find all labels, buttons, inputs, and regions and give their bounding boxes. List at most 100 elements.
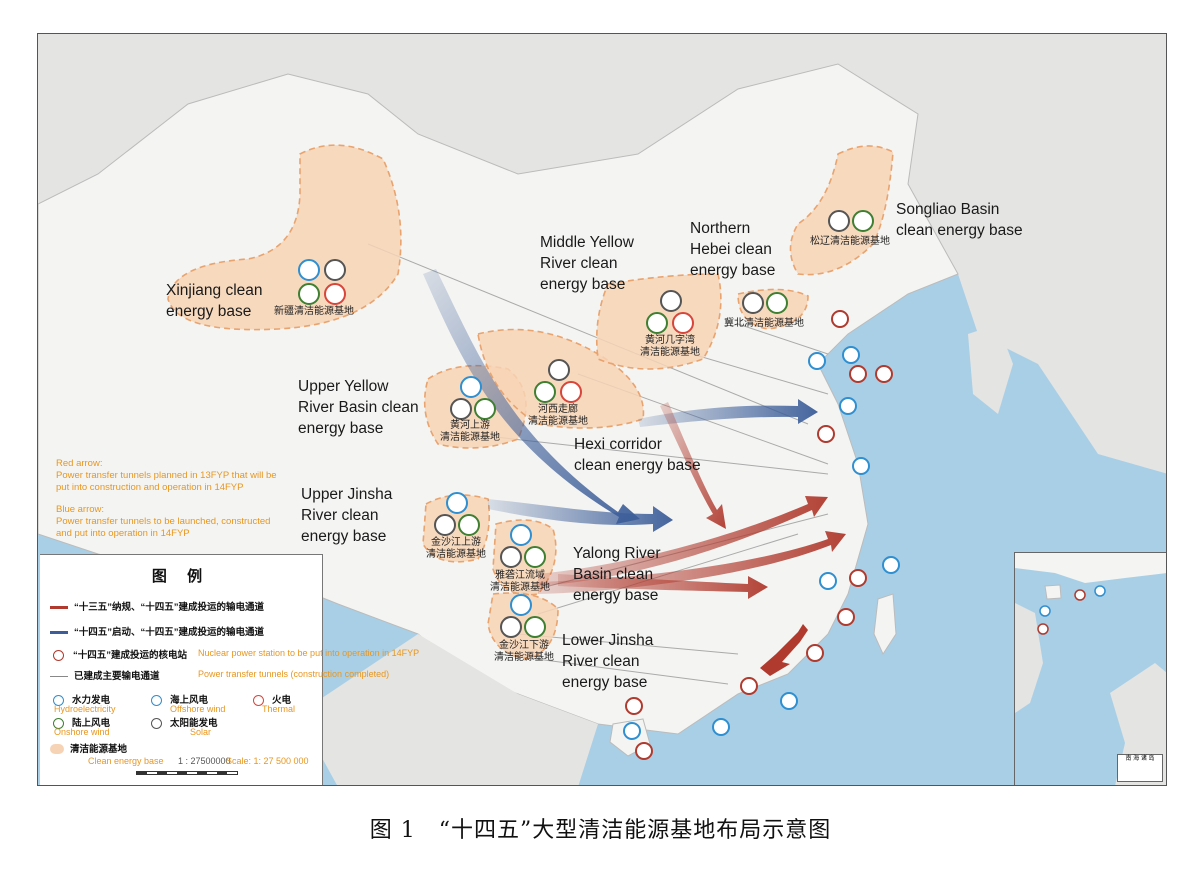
hydro-icon (446, 492, 468, 514)
legend-solar-label: 太阳能发电 (170, 718, 218, 729)
cn-label-songliao: 松辽清洁能源基地 (810, 236, 890, 247)
nuclear-icon (875, 365, 893, 383)
onshore-wind-icon (524, 546, 546, 568)
inset-title-box: 南 海 诸 岛 (1117, 754, 1163, 782)
thermal-icon (672, 312, 694, 334)
legend-thermal-en: Thermal (262, 704, 296, 714)
solar-icon (742, 292, 764, 314)
nuclear-icon (53, 649, 64, 661)
legend-completed-en: Power transfer tunnels (construction com… (198, 669, 390, 679)
nuclear-stations (625, 310, 893, 760)
legend-scale-cn: 1 : 27500000 (178, 756, 231, 766)
nuclear-icon (817, 425, 835, 443)
taiwan-land (873, 593, 897, 656)
completed-line (517, 633, 739, 655)
red-arrow-icon (50, 605, 68, 609)
label-middle-yellow: Middle Yellow River clean energy base (540, 234, 634, 293)
legend-blue-arrow-label: “十四五”启动、“十四五”建成投运的输电通道 (74, 627, 265, 638)
legend-solar-en: Solar (190, 727, 212, 737)
legend-onshore-label: 陆上风电 (72, 718, 111, 729)
onshore-wind-icon (852, 210, 874, 232)
note-blue-arrow: Blue arrow: Power transfer tunnels to be… (56, 504, 271, 539)
cn-label-northern-hebei: 冀北清洁能源基地 (724, 318, 804, 329)
red-arrow-hexi (660, 402, 726, 529)
south-china-sea-inset: 南 海 诸 岛 (1014, 552, 1166, 785)
solar-icon (500, 616, 522, 638)
onshore-wind-icon (524, 616, 546, 638)
map-frame: 新疆清洁能源基地 黄河上游 清洁能源基地 河西走廊 清洁能源基地 黄河几字湾 清… (37, 33, 1167, 786)
japan-land (1073, 174, 1166, 394)
hydro-icon (53, 694, 64, 706)
cn-label-upper-yellow: 黄河上游 清洁能源基地 (440, 420, 500, 443)
hydro-icon (510, 524, 532, 546)
red-arrow-yalong-1 (538, 496, 828, 586)
offshore-wind-icon (1094, 585, 1106, 597)
thermal-icon (253, 694, 264, 706)
note-red-arrow: Red arrow: Power transfer tunnels planne… (56, 458, 277, 493)
label-songliao: Songliao Basin clean energy base (896, 201, 1023, 239)
red-arrows (538, 402, 846, 676)
offshore-wind-icon (780, 692, 798, 710)
hydro-icon (298, 259, 320, 281)
base-area-xinjiang (167, 144, 402, 331)
base-area-lower-jinsha (487, 592, 559, 660)
legend-nuclear-en: Nuclear power station to be put into ope… (198, 648, 420, 658)
blue-arrow-hexi (638, 399, 818, 427)
legend-row-red-arrow: “十三五”纳规、“十四五”建成投运的输电通道 (50, 599, 264, 613)
offshore-wind-icon (808, 352, 826, 370)
base-swatch-icon (50, 744, 64, 755)
legend-onshore-en: Onshore wind (54, 727, 110, 737)
label-hexi: Hexi corridor clean energy base (574, 436, 701, 474)
figure-caption: 图 1 “十四五”大型清洁能源基地布局示意图 (369, 818, 832, 843)
blue-arrows (423, 269, 818, 532)
legend-type-solar: 太阳能发电 (148, 715, 218, 729)
clean-energy-bases (167, 144, 894, 660)
legend-type-offshore: 海上风电 (148, 692, 208, 706)
solar-icon (151, 717, 162, 729)
hydro-icon (510, 594, 532, 616)
offshore-wind-icon (151, 694, 162, 706)
legend-base-en: Clean energy base (88, 756, 164, 766)
onshore-wind-icon (458, 514, 480, 536)
nuclear-icon (837, 608, 855, 626)
offshore-wind-icon (819, 572, 837, 590)
se-asia-land (298, 634, 598, 785)
label-northern-hebei: Northern Hebei clean energy base (690, 220, 776, 279)
blue-arrow-xinjiang (423, 269, 640, 524)
completed-line (497, 653, 729, 685)
thermal-icon (324, 283, 346, 305)
onshore-wind-icon (298, 283, 320, 305)
nuclear-icon (806, 644, 824, 662)
onshore-wind-icon (534, 381, 556, 403)
offshore-wind-icon (842, 346, 860, 364)
legend-type-hydro: 水力发电 (50, 692, 110, 706)
offshore-wind-icon (1039, 605, 1051, 617)
nuclear-icon (831, 310, 849, 328)
label-upper-yellow: Upper Yellow River Basin clean energy ba… (298, 378, 419, 437)
scale-bar (136, 771, 238, 775)
legend-type-onshore: 陆上风电 (50, 715, 110, 729)
legend-type-thermal: 火电 (250, 692, 291, 706)
label-lower-jinsha: Lower Jinsha River clean energy base (562, 632, 654, 691)
cn-label-upper-jinsha: 金沙江上游 清洁能源基地 (426, 537, 486, 560)
blue-arrow-jinsha (488, 499, 673, 532)
legend-base-label: 清洁能源基地 (70, 744, 128, 755)
inset-map (1015, 553, 1166, 785)
red-arrow-yalong-3 (558, 574, 768, 599)
nuclear-icon (635, 742, 653, 760)
cn-label-lower-jinsha: 金沙江下游 清洁能源基地 (494, 640, 554, 663)
solar-icon (828, 210, 850, 232)
legend-title: 图 例 (151, 568, 211, 585)
legend-red-arrow-label: “十三五”纳规、“十四五”建成投运的输电通道 (74, 602, 265, 613)
legend-row-completed: 已建成主要输电通道 (50, 668, 160, 682)
legend-offshore-label: 海上风电 (170, 695, 209, 706)
offshore-wind-stations (623, 346, 900, 740)
hydro-icon (460, 376, 482, 398)
onshore-wind-icon (646, 312, 668, 334)
legend-offshore-en: Offshore wind (170, 704, 226, 714)
legend-row-blue-arrow: “十四五”启动、“十四五”建成投运的输电通道 (50, 624, 264, 638)
solar-icon (548, 359, 570, 381)
nuclear-icon (1074, 589, 1086, 601)
inset-title: 南 海 诸 岛 (1125, 756, 1155, 762)
cn-label-xinjiang: 新疆清洁能源基地 (274, 306, 354, 317)
